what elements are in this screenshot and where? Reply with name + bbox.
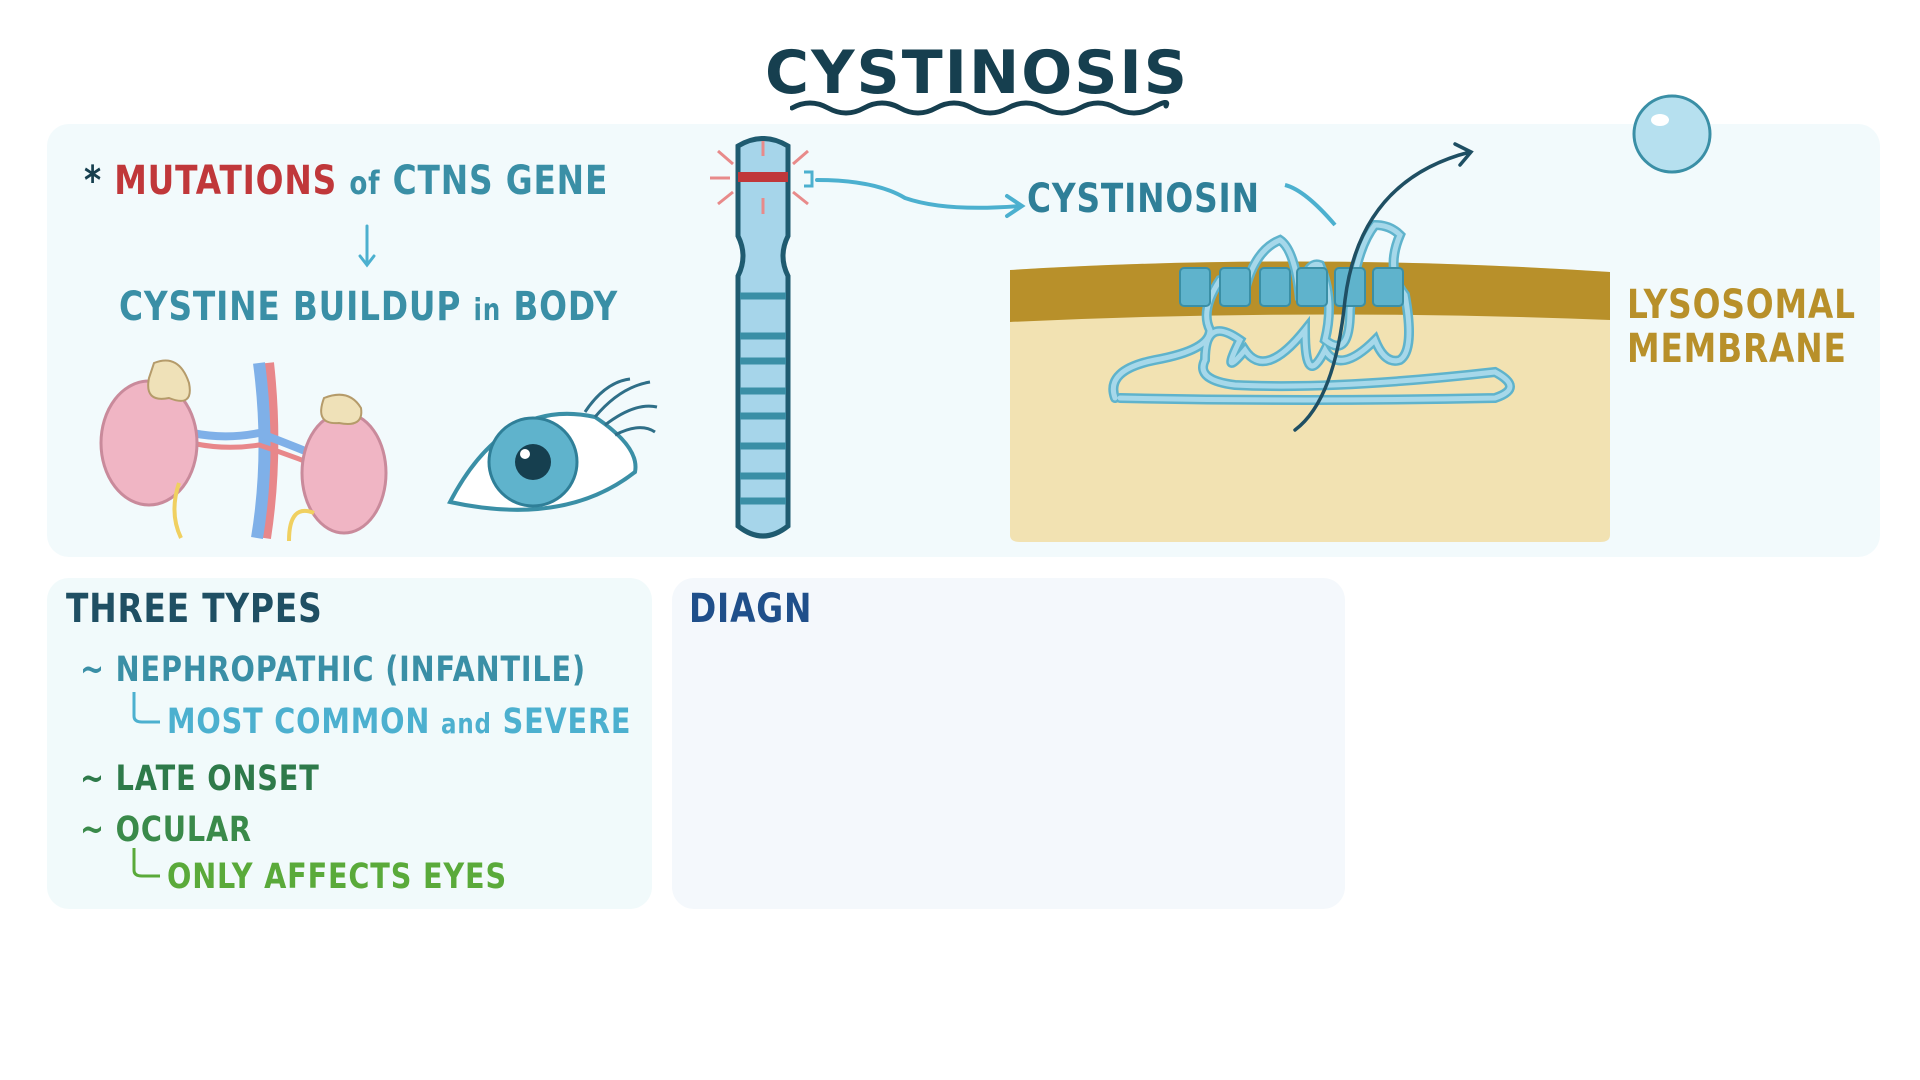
in-label: in	[473, 293, 502, 328]
membrane-label: LYSOSOMAL MEMBRANE	[1627, 283, 1856, 371]
tilde: ~	[80, 810, 105, 850]
cystinosin-label: CYSTINOSIN	[1027, 176, 1260, 222]
chromosome-illustration	[710, 136, 814, 539]
note-part: SEVERE	[502, 702, 632, 742]
membrane-label-line2: MEMBRANE	[1627, 326, 1847, 372]
branch-connector	[132, 848, 160, 878]
membrane-label-line1: LYSOSOMAL	[1627, 282, 1856, 328]
diagnosis-panel	[672, 578, 1345, 909]
nephropathic-note: MOST COMMON and SEVERE	[167, 702, 631, 742]
asterisk: *	[84, 158, 102, 204]
tilde: ~	[80, 759, 105, 799]
type-label: NEPHROPATHIC (INFANTILE)	[115, 650, 586, 690]
type-late-onset: ~ LATE ONSET	[80, 759, 320, 799]
note-and: and	[441, 707, 492, 740]
buildup-label: CYSTINE BUILDUP	[119, 284, 462, 330]
ocular-note: ONLY AFFECTS EYES	[167, 857, 507, 897]
type-ocular: ~ OCULAR	[80, 810, 252, 850]
page-title: CYSTINOSIS	[765, 38, 1189, 108]
type-label: OCULAR	[115, 810, 252, 850]
type-nephropathic: ~ NEPHROPATHIC (INFANTILE)	[80, 650, 586, 690]
types-heading: THREE TYPES	[66, 586, 323, 632]
gene-to-protein-arrow-icon	[815, 178, 1026, 218]
three-types-panel	[47, 578, 652, 909]
note-part: MOST COMMON	[167, 702, 431, 742]
branch-connector	[132, 692, 160, 724]
body-label: BODY	[513, 284, 619, 330]
type-label: LATE ONSET	[115, 759, 320, 799]
mutations-line: * MUTATIONS of CTNS GENE	[84, 158, 608, 204]
down-arrow-icon	[358, 224, 376, 268]
lysosome-membrane-illustration	[1010, 142, 1610, 542]
title-underline	[790, 100, 1170, 116]
buildup-line: CYSTINE BUILDUP in BODY	[119, 284, 618, 330]
of-label: of	[349, 164, 381, 202]
kidneys-illustration	[99, 359, 388, 542]
cystine-bubble-icon	[1632, 94, 1712, 174]
eye-illustration	[447, 377, 658, 512]
mutations-label: MUTATIONS	[114, 158, 338, 204]
diagnosis-heading: DIAGN	[689, 586, 813, 632]
gene-label: CTNS GENE	[392, 158, 609, 204]
tilde: ~	[80, 650, 105, 690]
